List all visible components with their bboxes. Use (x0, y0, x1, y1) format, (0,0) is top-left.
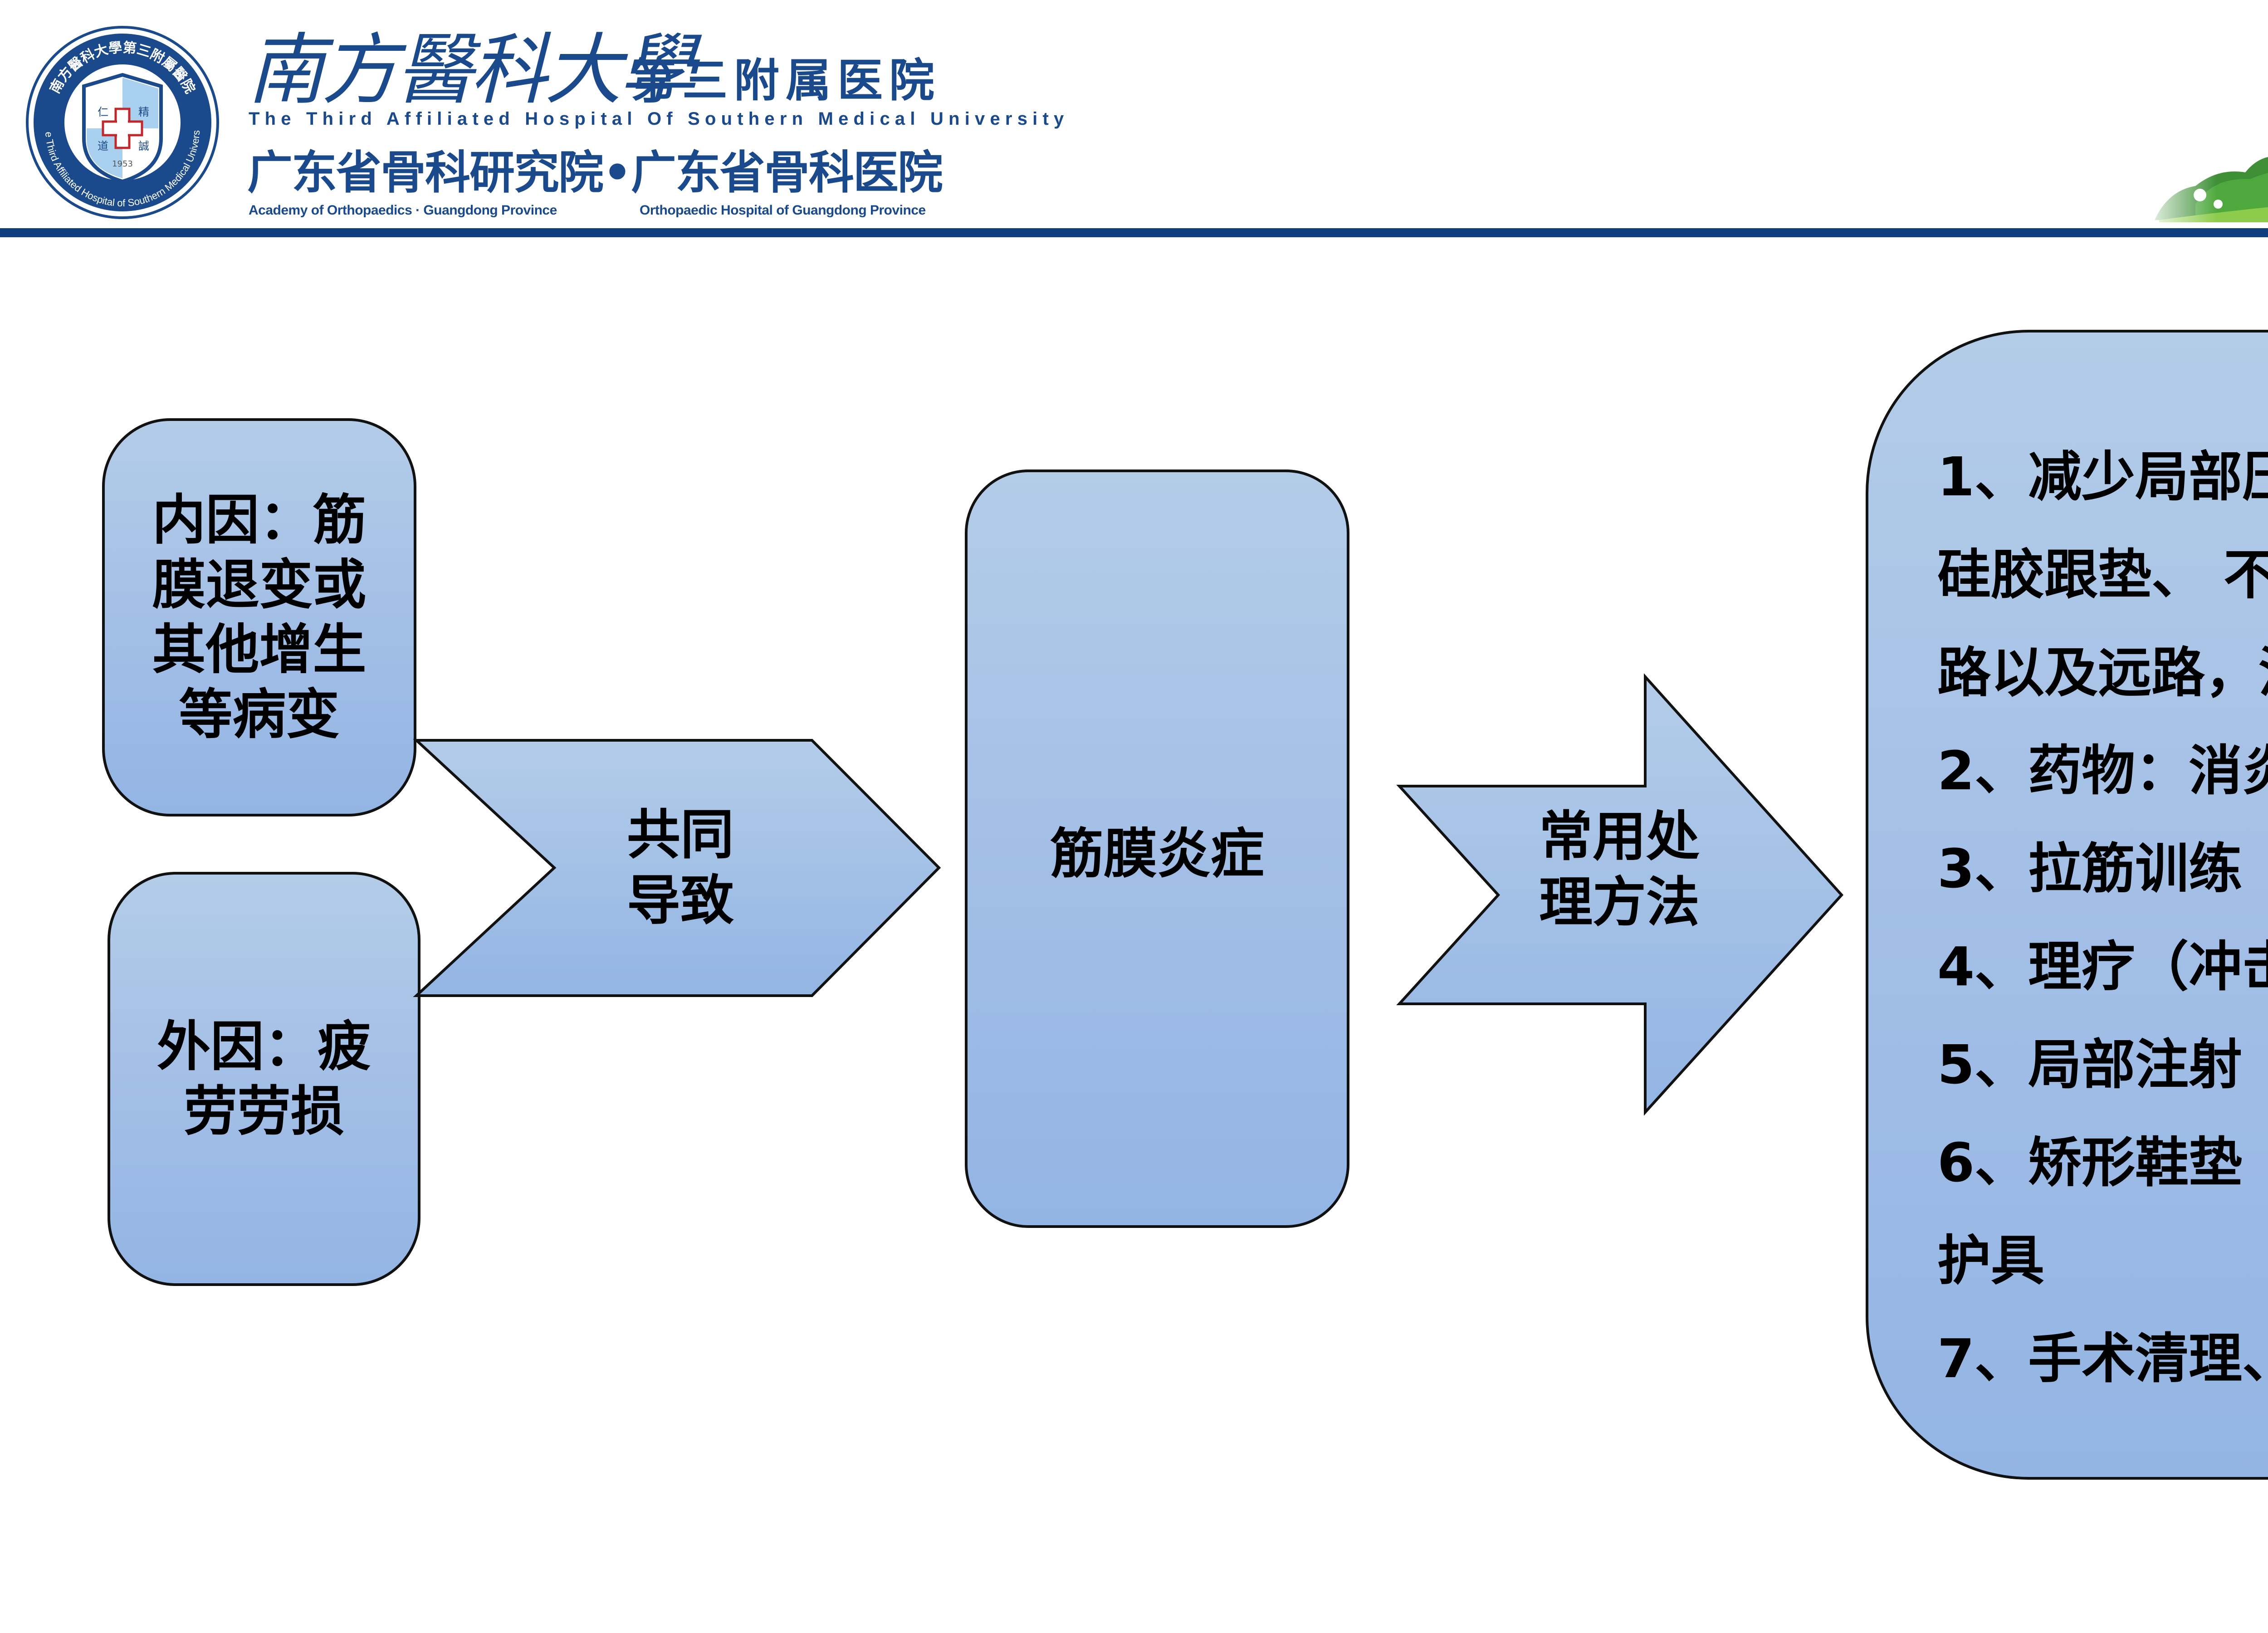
treatment-line: 硅胶跟垫、 不久站，避免走不平 (1937, 543, 2268, 606)
treatment-line: 3、拉筋训练 (1937, 837, 2243, 900)
connector1-label: 共同 导致 (626, 803, 734, 932)
treatment-box: 1、减少局部压迫：穿软鞋，应用 硅胶跟垫、 不久站，避免走不平 路以及远路，泡足… (1866, 330, 2268, 1480)
cause-external-label: 外因：疲劳劳损 (156, 1015, 371, 1143)
condition-label: 筋膜炎症 (1050, 822, 1264, 885)
svg-text:仁: 仁 (98, 106, 108, 118)
institute1-en: Academy of Orthopaedics · Guangdong Prov… (249, 203, 557, 218)
treatment-line: 4、理疗（冲击波等） (1937, 935, 2268, 998)
connector2-label: 常用处 理方法 (1539, 805, 1700, 934)
cause-external-box: 外因：疲劳劳损 (108, 872, 420, 1286)
treatment-line: 2、药物：消炎止痛（口服+外用） (1937, 739, 2268, 802)
institute2-en: Orthopaedic Hospital of Guangdong Provin… (640, 203, 926, 218)
treatment-line: 5、局部注射（PRP、封闭等） (1937, 1033, 2268, 1096)
treatment-line: 护具 (1937, 1229, 2045, 1292)
campus-banner-image (2141, 14, 2268, 227)
treatment-list: 1、减少局部压迫：穿软鞋，应用 硅胶跟垫、 不久站，避免走不平 路以及远路，泡足… (1937, 428, 2268, 1408)
treatment-line: 7、手术清理、松解等 (1937, 1327, 2268, 1390)
hospital-name-en: The Third Affiliated Hospital Of Souther… (249, 109, 1069, 129)
treatment-line: 6、矫形鞋垫（矫正力线）、夜间 (1937, 1131, 2268, 1194)
cause-internal-box: 内因：筋膜退变或其他增生等病变 (102, 418, 416, 816)
cause-internal-label: 内因：筋膜退变或其他增生等病变 (152, 489, 367, 746)
hospital-name: 第三附属医院 (631, 54, 941, 107)
svg-text:1953: 1953 (112, 159, 133, 169)
buildings-landscape-icon (2141, 14, 2268, 227)
treatment-line: 1、减少局部压迫：穿软鞋，应用 (1937, 445, 2268, 508)
condition-box: 筋膜炎症 (965, 469, 1349, 1228)
institutes-name: 广东省骨科研究院•广东省骨科医院 (247, 146, 943, 199)
svg-text:精: 精 (138, 106, 149, 118)
university-calligraphy: 南方醫科大學 (247, 25, 696, 115)
hospital-emblem-icon: 南方醫科大學第三附屬醫院 The Third Affiliated Hospit… (22, 16, 219, 219)
hospital-logo: 南方醫科大學第三附屬醫院 The Third Affiliated Hospit… (22, 16, 220, 220)
treatment-line: 路以及远路，泡足温水； (1937, 641, 2268, 704)
svg-text:誠: 誠 (138, 140, 149, 152)
header-divider-bar (0, 228, 2268, 237)
svg-text:道: 道 (98, 140, 108, 152)
